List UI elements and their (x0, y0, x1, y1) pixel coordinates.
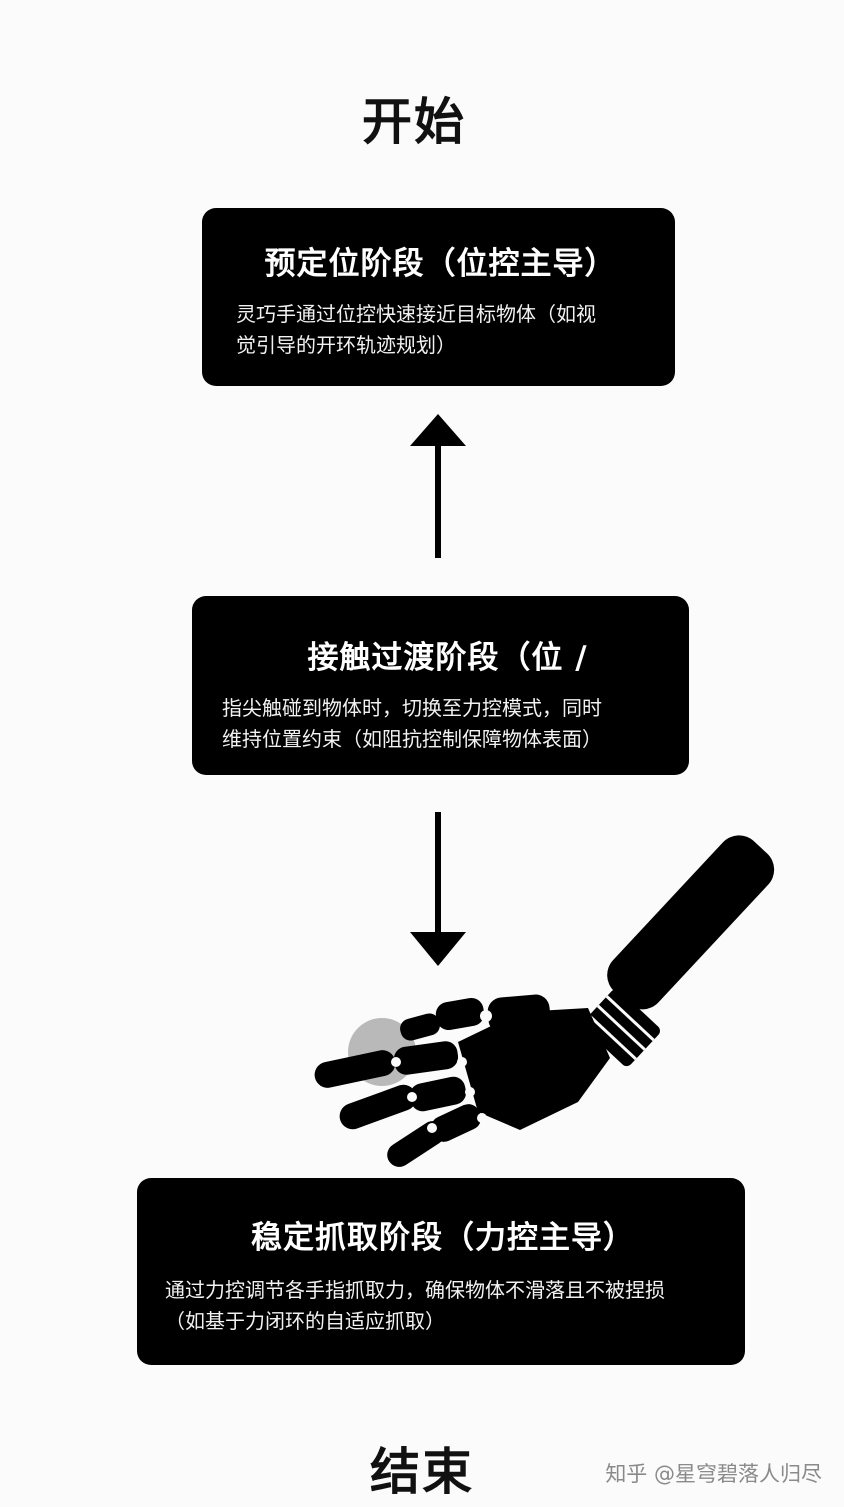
stage-description-line: （如基于力闭环的自适应抓取） (165, 1309, 445, 1333)
stage-description-line: 通过力控调节各手指抓取力，确保物体不滑落且不被捏损 (165, 1278, 665, 1302)
stage-title: 接触过渡阶段（位 / (307, 640, 588, 676)
arrow-up-icon (410, 414, 466, 558)
stage-description: 通过力控调节各手指抓取力，确保物体不滑落且不被捏损 （如基于力闭环的自适应抓取） (165, 1275, 721, 1337)
stage-description-line: 觉引导的开环轨迹规划） (236, 333, 456, 357)
stage-box-prepositioning: 预定位阶段（位控主导） 灵巧手通过位控快速接近目标物体（如视 觉引导的开环轨迹规… (202, 208, 675, 386)
stage-box-stable-grasp: 稳定抓取阶段（力控主导） 通过力控调节各手指抓取力，确保物体不滑落且不被捏损 （… (137, 1178, 745, 1365)
stage-description-line: 维持位置约束（如阻抗控制保障物体表面） (222, 727, 602, 751)
watermark: 知乎 @星穹碧落人归尽 (605, 1462, 822, 1486)
end-label: 结束 (370, 1443, 474, 1501)
start-label: 开始 (362, 93, 466, 151)
stage-description: 指尖触碰到物体时，切换至力控模式，同时 维持位置约束（如阻抗控制保障物体表面） (222, 693, 663, 755)
stage-title: 预定位阶段（位控主导） (264, 246, 617, 282)
arrow-down-icon (410, 812, 466, 966)
stage-title: 稳定抓取阶段（力控主导） (251, 1220, 635, 1256)
stage-box-contact-transition: 接触过渡阶段（位 / 指尖触碰到物体时，切换至力控模式，同时 维持位置约束（如阻… (192, 596, 689, 775)
stage-description-line: 指尖触碰到物体时，切换至力控模式，同时 (222, 696, 602, 720)
robot-hand-icon (314, 835, 775, 1167)
stage-description-line: 灵巧手通过位控快速接近目标物体（如视 (236, 302, 596, 326)
stage-description: 灵巧手通过位控快速接近目标物体（如视 觉引导的开环轨迹规划） (236, 299, 645, 361)
